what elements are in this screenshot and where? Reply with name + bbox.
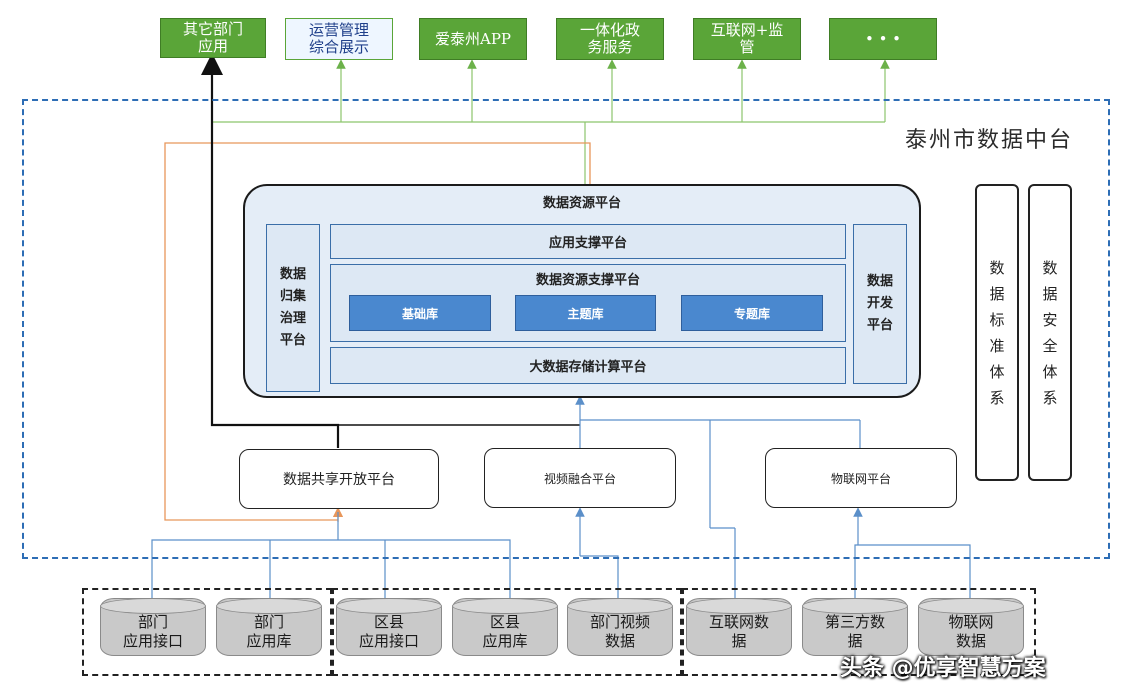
source-district-app-database: 区县 应用库 (452, 598, 558, 656)
source-internet-data: 互联网数 据 (686, 598, 792, 656)
source-group-external (682, 588, 1036, 676)
source-district-app-interface: 区县 应用接口 (336, 598, 442, 656)
sharing-output-line (201, 53, 580, 448)
video-fusion-platform: 视频融合平台 (484, 448, 676, 508)
source-dept-video-data: 部门视频 数据 (567, 598, 673, 656)
library-special: 专题库 (681, 295, 823, 331)
application-support-platform: 应用支撑平台 (330, 224, 846, 259)
bigdata-storage-compute-platform: 大数据存储计算平台 (330, 347, 846, 384)
iot-platform: 物联网平台 (765, 448, 957, 508)
source-group-districts (332, 588, 682, 676)
data-security-system: 数 据 安 全 体 系 (1028, 184, 1072, 481)
data-middle-platform-frame (22, 99, 1110, 559)
source-iot-data: 物联网 数据 (918, 598, 1024, 656)
app-feed-lines (212, 59, 890, 186)
app-integrated-government-services: 一体化政 务服务 (556, 18, 664, 60)
frame-title: 泰州市数据中台 (905, 128, 1074, 153)
data-development-platform: 数据 开发 平台 (853, 224, 907, 384)
library-topic: 主题库 (515, 295, 656, 331)
app-operations-display: 运营管理 综合展示 (285, 18, 393, 60)
source-group-departments (82, 588, 332, 676)
app-other-departments: 其它部门 应用 (160, 18, 266, 58)
data-sharing-open-platform: 数据共享开放平台 (239, 449, 439, 509)
source-dept-app-interface: 部门 应用接口 (100, 598, 206, 656)
watermark: 头条 @优享智慧方案 (840, 656, 1046, 681)
source-third-party-data: 第三方数 据 (802, 598, 908, 656)
app-internet-supervision: 互联网+监 管 (693, 18, 801, 60)
data-resource-platform-title: 数据资源平台 (542, 196, 621, 211)
source-dept-app-database: 部门 应用库 (216, 598, 322, 656)
data-standard-system: 数 据 标 准 体 系 (975, 184, 1019, 481)
data-collection-governance-platform: 数据 归集 治理 平台 (266, 224, 320, 392)
app-ai-taizhou: 爱泰州APP (419, 18, 527, 60)
app-more: • • • (829, 18, 937, 60)
library-base: 基础库 (349, 295, 491, 331)
